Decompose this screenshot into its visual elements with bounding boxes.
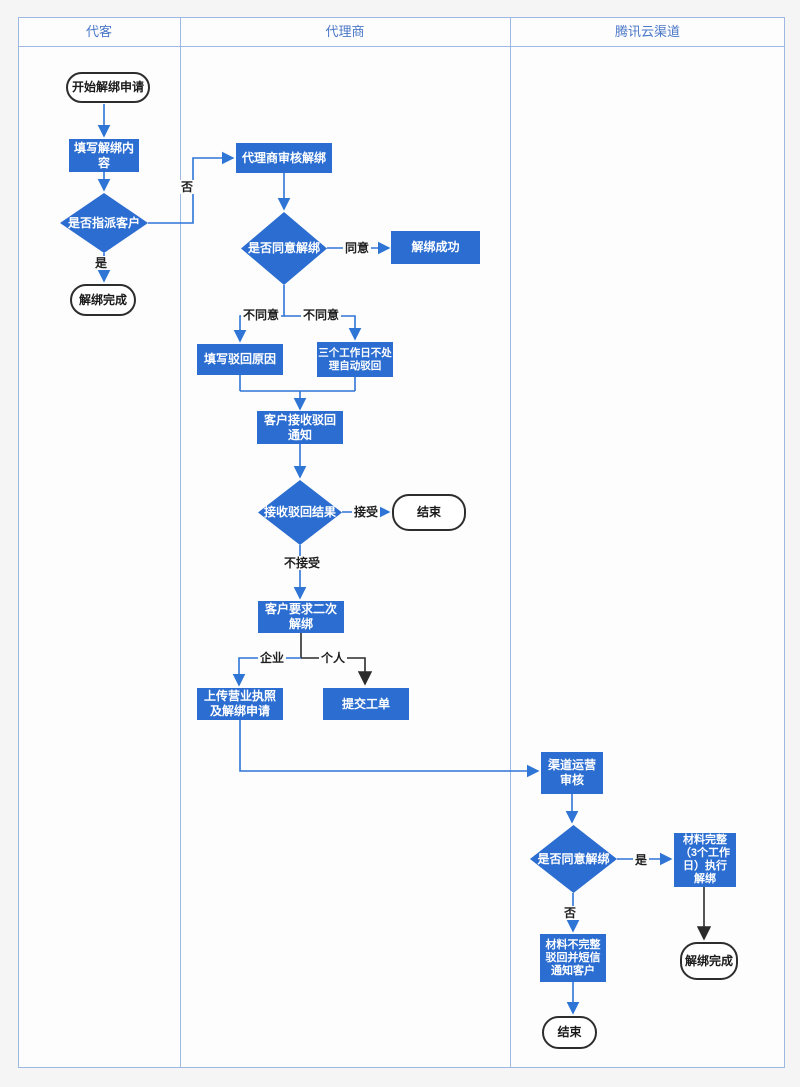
node-upload-license: 上传营业执照 及解绑申请 — [197, 688, 283, 720]
edge-label-accept: 接受 — [351, 505, 381, 519]
diamond-shape — [530, 825, 617, 893]
node-material-incomplete: 材料不完整 驳回并短信 通知客户 — [540, 934, 606, 982]
edge-label-not-accept: 不接受 — [281, 556, 323, 570]
lane-title-customer: 代客 — [85, 24, 112, 39]
decision-label: 是否指派客户 — [67, 215, 140, 230]
node-channel-ops-review: 渠道运营 审核 — [541, 752, 603, 794]
node-start-terminator: 开始解绑申请 — [66, 72, 150, 103]
node-submit-ticket: 提交工单 — [323, 688, 409, 720]
node-end-bottom: 结束 — [542, 1016, 597, 1049]
edge-label-channel-no: 否 — [561, 906, 579, 920]
node-auto-reject: 三个工作日不处 理自动驳回 — [317, 342, 393, 377]
node-fill-unbind-content: 填写解绑内 容 — [69, 139, 139, 172]
node-second-unbind-request: 客户要求二次 解绑 — [258, 601, 344, 633]
header-divider — [18, 46, 785, 47]
node-fill-reject-reason: 填写驳回原因 — [197, 344, 283, 375]
edge-label-channel-yes: 是 — [632, 853, 650, 867]
node-unbind-done-right: 解绑完成 — [680, 942, 738, 980]
lane-divider-2 — [510, 17, 511, 1068]
diamond-shape — [60, 193, 148, 253]
diamond-shape — [258, 480, 342, 545]
node-agent-agree-decision: 是否同意解绑 — [241, 212, 327, 285]
decision-label: 接收驳回结果 — [263, 505, 336, 519]
edge-label-personal: 个人 — [318, 651, 348, 665]
edge-label-assign-no: 否 — [178, 180, 196, 194]
node-reject-result-decision: 接收驳回结果 — [258, 480, 342, 545]
node-receive-reject-notice: 客户接收驳回 通知 — [257, 411, 343, 444]
lane-divider-1 — [180, 17, 181, 1068]
swimlane-pool — [18, 17, 785, 1068]
edge-label-assign-yes: 是 — [92, 256, 110, 270]
edge-label-disagree-right: 不同意 — [300, 308, 342, 322]
node-agent-review: 代理商审核解绑 — [236, 143, 332, 173]
decision-label: 是否同意解绑 — [537, 851, 610, 866]
node-channel-agree-decision: 是否同意解绑 — [530, 825, 617, 893]
node-unbind-done-left: 解绑完成 — [70, 284, 136, 316]
lane-title-agent: 代理商 — [325, 24, 365, 39]
edge-label-agree: 同意 — [342, 241, 372, 255]
decision-label: 是否同意解绑 — [247, 241, 320, 255]
edge-label-disagree-left: 不同意 — [240, 308, 282, 322]
node-end-mid: 结束 — [392, 494, 466, 531]
node-material-complete: 材料完整 （3个工作 日）执行 解绑 — [674, 833, 736, 887]
node-unbind-success: 解绑成功 — [391, 231, 480, 264]
lane-title-tencent-channel: 腾讯云渠道 — [614, 24, 680, 39]
edge-label-company: 企业 — [257, 651, 287, 665]
node-assign-customer-decision: 是否指派客户 — [60, 193, 148, 253]
diamond-shape — [241, 212, 327, 285]
edge-upload-to-channel-review — [239, 720, 540, 778]
